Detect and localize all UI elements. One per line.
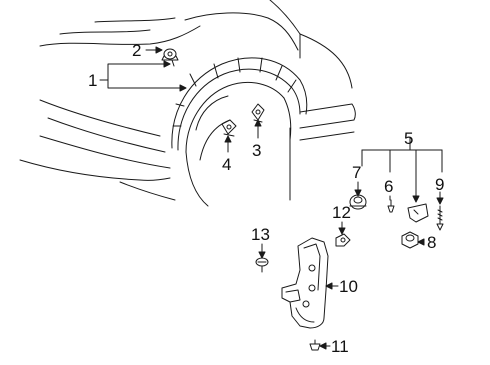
- arrow-3: [254, 119, 262, 127]
- callout-8: 8: [427, 233, 436, 252]
- callout-4: 4: [222, 155, 231, 174]
- cap-part-7: [349, 194, 367, 210]
- callout-3: 3: [252, 141, 261, 160]
- bracket-part-5: [407, 203, 429, 223]
- clip-part-4: [221, 119, 237, 137]
- arrow-11: [319, 342, 327, 350]
- screw-part-11: [309, 339, 321, 351]
- nut-part-8: [401, 231, 419, 249]
- arrow-2: [155, 46, 163, 54]
- screw-part-13: [255, 257, 269, 273]
- fender-liner: [171, 57, 308, 207]
- callout-11: 11: [331, 337, 349, 356]
- arrow-1b: [179, 84, 187, 92]
- callout-6: 6: [384, 177, 393, 196]
- screw-part-6: [387, 199, 395, 213]
- mud-flap-part-10: [281, 237, 329, 329]
- callout-7: 7: [352, 163, 361, 182]
- leader-lines: [99, 46, 444, 350]
- arrow-12: [338, 227, 346, 235]
- arrow-4: [224, 135, 232, 143]
- callout-labels: 1 2 3 4 5 6 7 8 9 10 11 12 13: [88, 41, 444, 356]
- callout-1: 1: [88, 71, 97, 90]
- arrow-5: [412, 195, 420, 203]
- callout-2: 2: [132, 41, 141, 60]
- arrow-8: [417, 238, 425, 246]
- callout-9: 9: [435, 175, 444, 194]
- car-body-outline: [19, 0, 356, 201]
- screw-part-3: [251, 103, 265, 123]
- callout-13: 13: [251, 225, 270, 244]
- callout-12: 12: [332, 203, 351, 222]
- arrow-10: [325, 282, 333, 290]
- clip-part-2: [161, 48, 179, 67]
- bolt-part-9: [436, 205, 444, 231]
- arrow-1a: [163, 60, 171, 68]
- arrow-7: [354, 189, 362, 197]
- arrow-9: [436, 197, 444, 205]
- leader-1: [99, 63, 171, 81]
- callout-10: 10: [339, 277, 358, 296]
- arrow-13: [258, 251, 266, 259]
- callout-5: 5: [404, 129, 413, 148]
- clip-part-12: [335, 233, 351, 247]
